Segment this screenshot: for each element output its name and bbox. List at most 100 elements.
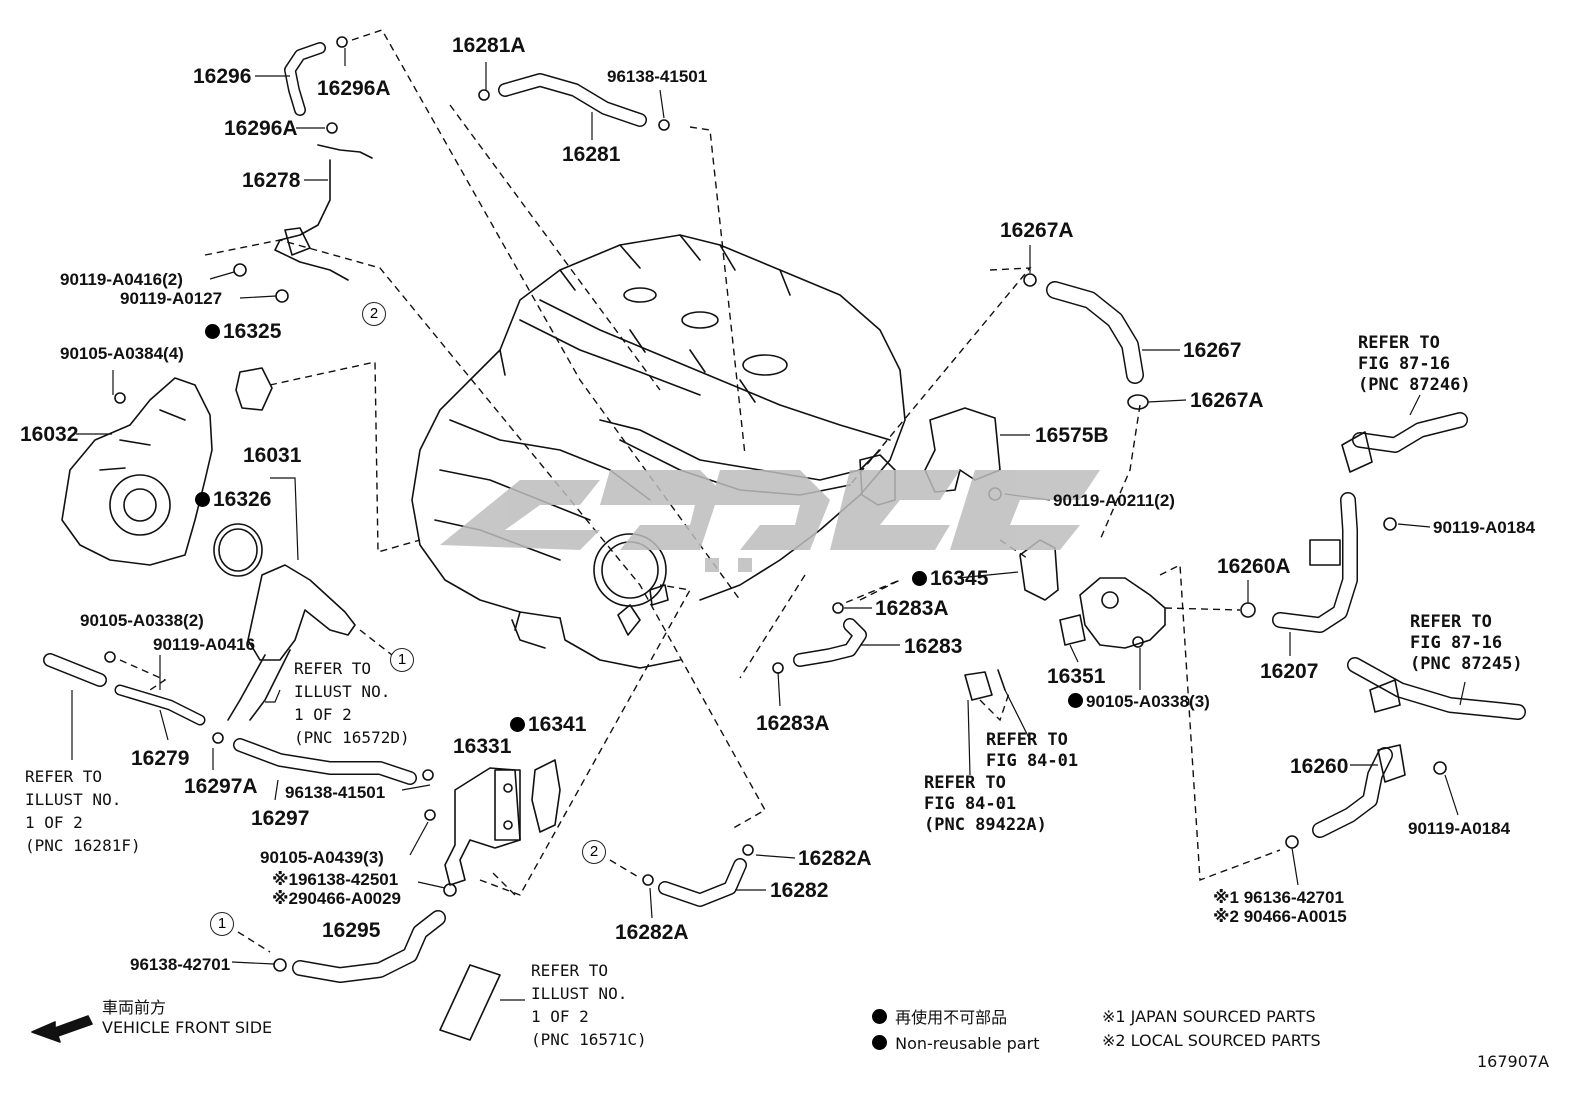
label-16341: 16341 <box>510 714 586 735</box>
callout-2-top: 2 <box>362 302 386 326</box>
legend-dot-icon <box>872 1035 887 1050</box>
connector-87246 <box>1341 431 1373 473</box>
hose-16295-fill <box>293 911 445 982</box>
clamp-16282A-low <box>642 874 654 886</box>
bolt-90105-A0439 <box>424 809 436 821</box>
label-96138-42701: 96138-42701 <box>130 955 231 974</box>
label-96138-41501-low: 96138-41501 <box>285 783 386 802</box>
legend-dot-icon <box>872 1009 887 1024</box>
label-16296A-mid: 16296A <box>224 117 298 140</box>
ref-illust-16572D: REFER TO ILLUST NO. 1 OF 2 (PNC 16572D) <box>294 659 410 747</box>
hose-87245-fill <box>1348 658 1525 719</box>
label-16031: 16031 <box>243 444 302 467</box>
hose-16296-fill <box>285 43 325 115</box>
clamp-16296A-top <box>336 36 348 48</box>
non-reusable-dot-icon <box>1068 693 1083 708</box>
connector-87245 <box>1369 679 1401 713</box>
hose-16297-fill <box>234 739 416 784</box>
label-16260A: 16260A <box>1217 555 1291 578</box>
thermostat-housing-16331 <box>444 767 521 886</box>
bracket-16207 <box>1309 539 1341 566</box>
clamp-16283A-low <box>772 662 784 674</box>
hose-16282-fill <box>659 859 746 906</box>
clamp-16297A <box>212 732 224 744</box>
label-16282: 16282 <box>770 879 829 902</box>
hose-16260-fill <box>1313 748 1392 837</box>
ref-fig87-87246: REFER TO FIG 87-16 (PNC 87246) <box>1358 333 1471 395</box>
outlet-16031 <box>247 564 356 661</box>
front-jp-label: 車両前方 <box>102 998 167 1017</box>
label-16267A-top: 16267A <box>1000 219 1074 242</box>
label-90105-A0338-3: 90105-A0338(3) <box>1068 693 1210 710</box>
hose-16207-fill <box>1273 493 1357 632</box>
label-90119-A0184-top: 90119-A0184 <box>1433 518 1536 537</box>
hose-16283-fill <box>794 619 866 666</box>
hose-16571C <box>439 964 501 1041</box>
callout-1-bottom: 1 <box>210 912 234 936</box>
legend-non-reusable-jp: 再使用不可部品 <box>872 1009 1007 1026</box>
front-en-label: VEHICLE FRONT SIDE <box>102 1018 273 1037</box>
clamp-96136-42701 <box>1285 835 1299 849</box>
hose-16281-fill <box>499 74 646 126</box>
label-16267A-low: 16267A <box>1190 389 1264 412</box>
front-arrow-icon <box>31 1015 93 1043</box>
label-16282A-low: 16282A <box>615 921 689 944</box>
label-16032: 16032 <box>20 423 79 446</box>
label-96138-42501: ※196138-42501 <box>272 870 399 889</box>
label-90466-A0029: ※290466-A0029 <box>272 889 402 908</box>
clamp-16282A-top <box>742 844 754 856</box>
non-reusable-dot-icon <box>195 492 210 507</box>
label-16296: 16296 <box>193 65 252 88</box>
label-16351: 16351 <box>1047 665 1106 688</box>
label-16283A-top: 16283A <box>875 597 949 620</box>
ref-fig84-b: REFER TO FIG 84-01 (PNC 89422A) <box>924 773 1047 835</box>
pipe-16278 <box>274 144 373 281</box>
bolt-90119-A0416 <box>233 263 247 277</box>
ref-fig87-87245: REFER TO FIG 87-16 (PNC 87245) <box>1410 612 1523 674</box>
hose-87246-fill <box>1353 413 1467 452</box>
clip-84-01 <box>997 669 1006 691</box>
legend-japan-sourced: ※1 JAPAN SOURCED PARTS <box>1102 1007 1316 1026</box>
assembly-dashed-lines <box>119 29 1281 953</box>
label-90119-A0184-low: 90119-A0184 <box>1408 819 1511 838</box>
pipe-16278-bracket <box>284 227 311 256</box>
clamp-96138-41501 <box>422 769 434 781</box>
label-90105-A0384-4: 90105-A0384(4) <box>60 344 184 363</box>
non-reusable-dot-icon <box>205 324 220 339</box>
clamp-96138-41501-top <box>658 119 670 131</box>
pipe-16281F-fill <box>44 654 106 686</box>
watermark-logo <box>440 470 1100 572</box>
bolt-90105-A0338-3 <box>1132 636 1144 648</box>
bolt-90119-A0416-b <box>104 651 116 663</box>
clamp-96138-42701 <box>273 958 287 972</box>
label-16325: 16325 <box>205 321 281 342</box>
clamp-16267A-low <box>1127 394 1149 410</box>
label-16283A-low: 16283A <box>756 712 830 735</box>
label-16331: 16331 <box>453 735 512 758</box>
hose-16267-fill <box>1047 282 1143 383</box>
label-16297A: 16297A <box>184 775 258 798</box>
bolt-90119-A0184-top <box>1383 517 1397 531</box>
ref-illust-16281F: REFER TO ILLUST NO. 1 OF 2 (PNC 16281F) <box>25 767 141 855</box>
label-90119-A0416-2: 90119-A0416(2) <box>60 270 183 289</box>
label-16283: 16283 <box>904 635 963 658</box>
label-16281A: 16281A <box>452 34 526 57</box>
label-90119-A0211-2: 90119-A0211(2) <box>1053 491 1175 510</box>
water-outlet-16351 <box>1059 577 1166 649</box>
bolt-90119-A0127 <box>275 289 289 303</box>
gasket-16341 <box>531 759 561 833</box>
clamp-16283A-top <box>832 602 844 614</box>
label-16207: 16207 <box>1260 660 1319 683</box>
gasket-16325 <box>235 367 273 411</box>
label-16297: 16297 <box>251 807 310 830</box>
label-16267: 16267 <box>1183 339 1242 362</box>
label-90119-A0416: 90119-A0416 <box>153 635 256 654</box>
label-16296A-top: 16296A <box>317 77 391 100</box>
label-90466-A0015: ※2 90466-A0015 <box>1213 907 1347 926</box>
joint-16260 <box>1377 744 1406 783</box>
clamp-16260A <box>1240 602 1256 618</box>
o-ring-16326 <box>213 523 263 577</box>
label-16295: 16295 <box>322 919 381 942</box>
non-reusable-dot-icon <box>912 571 927 586</box>
